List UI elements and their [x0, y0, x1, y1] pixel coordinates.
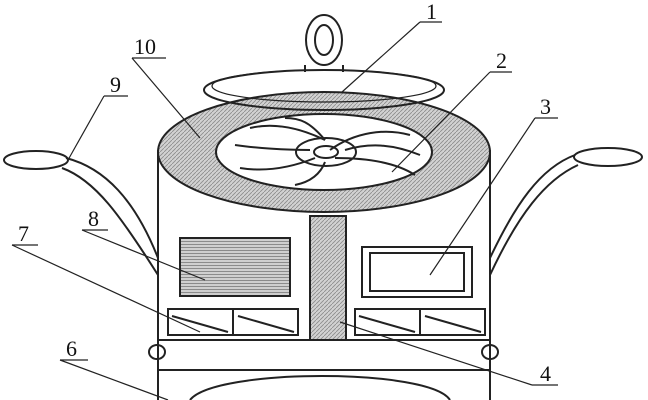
fan-hub — [295, 137, 357, 167]
label-10: 10 — [134, 34, 156, 59]
label-4: 4 — [540, 361, 551, 386]
right-foot — [481, 344, 499, 360]
fan-blades — [234, 117, 421, 186]
label-2: 2 — [496, 48, 507, 73]
label-9: 9 — [110, 72, 121, 97]
label-6: 6 — [66, 336, 77, 361]
label-3: 3 — [540, 94, 551, 119]
bottom-pot-outline — [189, 375, 451, 400]
label-7: 7 — [18, 221, 29, 246]
right-vents — [354, 308, 486, 336]
right-handle — [489, 147, 643, 276]
lid — [203, 14, 445, 111]
left-handle — [3, 150, 159, 276]
label-1: 1 — [426, 0, 437, 24]
lid-handle — [305, 14, 343, 66]
fan-center — [313, 145, 339, 159]
left-foot — [148, 344, 166, 360]
leader-lines — [11, 21, 558, 400]
left-vents — [167, 308, 299, 336]
center-column — [309, 215, 347, 341]
right-panel — [361, 246, 473, 298]
label-8: 8 — [88, 206, 99, 231]
left-panel — [179, 237, 291, 297]
